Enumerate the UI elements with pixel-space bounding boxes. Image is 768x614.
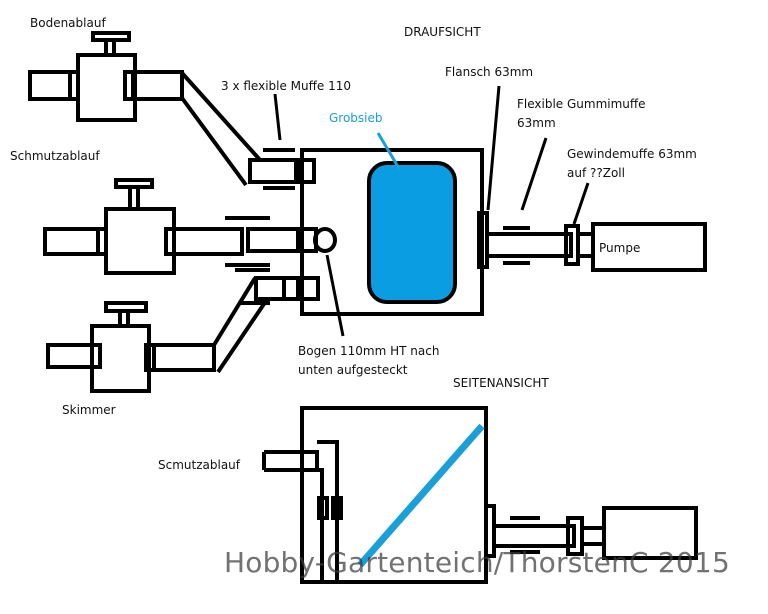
label-gummimuffe-2: 63mm xyxy=(517,116,556,130)
label-gewindemuffe-2: auf ??Zoll xyxy=(567,166,625,180)
bodenablauf-valve xyxy=(28,31,184,122)
pointer-lines xyxy=(273,85,590,337)
label-pumpe: Pumpe xyxy=(599,241,641,255)
label-bogen-2: unten aufgesteckt xyxy=(298,363,408,377)
muffe-middle xyxy=(225,216,337,267)
label-scmutzablauf: Scmutzablauf xyxy=(158,458,241,472)
filter-box-top xyxy=(300,148,484,316)
pump-assembly-side xyxy=(484,504,698,560)
skimmer-pipe xyxy=(212,276,270,374)
label-flansch: Flansch 63mm xyxy=(445,65,534,79)
label-skimmer: Skimmer xyxy=(62,403,116,417)
bodenablauf-pipe xyxy=(180,71,262,187)
filter-box-side xyxy=(262,406,488,584)
watermark: Hobby-Gartenteich/ThorstenC 2015 xyxy=(224,546,730,579)
label-schmutzablauf: Schmutzablauf xyxy=(10,149,100,163)
label-draufsicht: DRAUFSICHT xyxy=(404,25,481,39)
grobsieb-filter xyxy=(367,161,457,304)
label-gewindemuffe-1: Gewindemuffe 63mm xyxy=(567,147,697,161)
muffe-bottom xyxy=(235,268,320,305)
label-grobsieb: Grobsieb xyxy=(329,111,383,125)
label-bodenablauf: Bodenablauf xyxy=(30,16,106,30)
pump-assembly-top xyxy=(477,211,707,272)
schmutzablauf-valve xyxy=(43,178,244,275)
label-bogen-1: Bogen 110mm HT nach xyxy=(298,344,440,358)
label-muffe: 3 x flexible Muffe 110 xyxy=(221,79,352,93)
label-gummimuffe-1: Flexible Gummimuffe xyxy=(517,97,646,111)
muffe-top xyxy=(248,148,316,190)
label-seitenansicht: SEITENANSICHT xyxy=(453,376,549,390)
skimmer-valve xyxy=(46,301,216,393)
